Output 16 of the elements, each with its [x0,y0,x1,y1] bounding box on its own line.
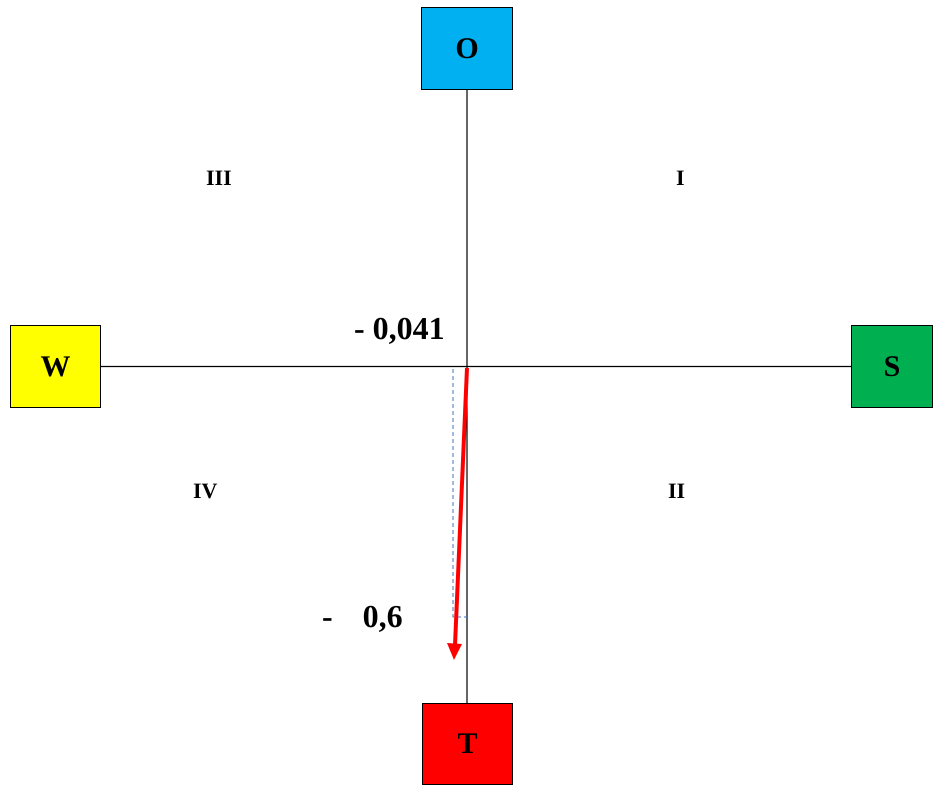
box-label: T [457,727,478,761]
quadrant-box [10,325,101,408]
box-label: W [40,350,70,384]
axis-line [101,366,851,368]
value-label: - 0,6 [322,598,403,635]
quadrant-box [851,325,933,408]
quadrant-label: IV [193,478,218,504]
quadrant-label: II [668,478,686,504]
quadrant-box [422,703,513,785]
value-label: - 0,041 [354,310,445,347]
quadrant-label: I [676,165,685,191]
box-label: S [884,350,900,384]
box-label: O [455,32,479,66]
axis-line [466,90,468,703]
quadrant-box [421,7,513,90]
quadrant-label: III [206,165,232,191]
